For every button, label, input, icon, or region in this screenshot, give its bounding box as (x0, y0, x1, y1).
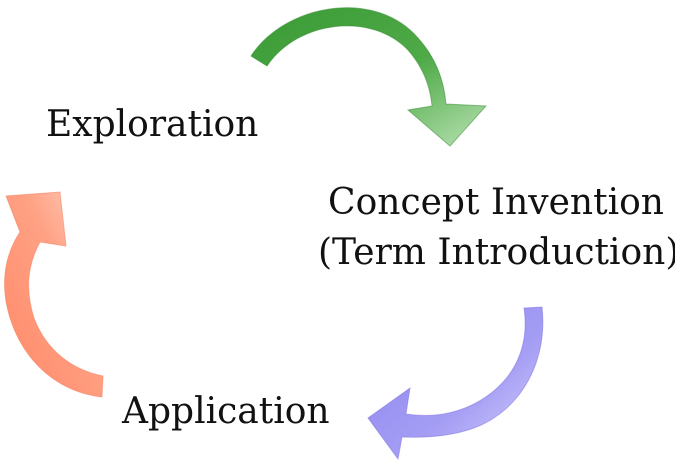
stage-label-concept-invention: Concept Invention (Term Introduction) (318, 178, 675, 278)
arrow-exploration-to-concept (250, 7, 488, 147)
stage-label-exploration: Exploration (46, 104, 259, 145)
concept-invention-line: Concept Invention (328, 182, 664, 223)
arrow-application-to-exploration (4, 191, 104, 398)
term-introduction-line: (Term Introduction) (318, 232, 675, 273)
stage-label-application: Application (122, 391, 330, 432)
arrow-concept-to-application (367, 306, 544, 460)
